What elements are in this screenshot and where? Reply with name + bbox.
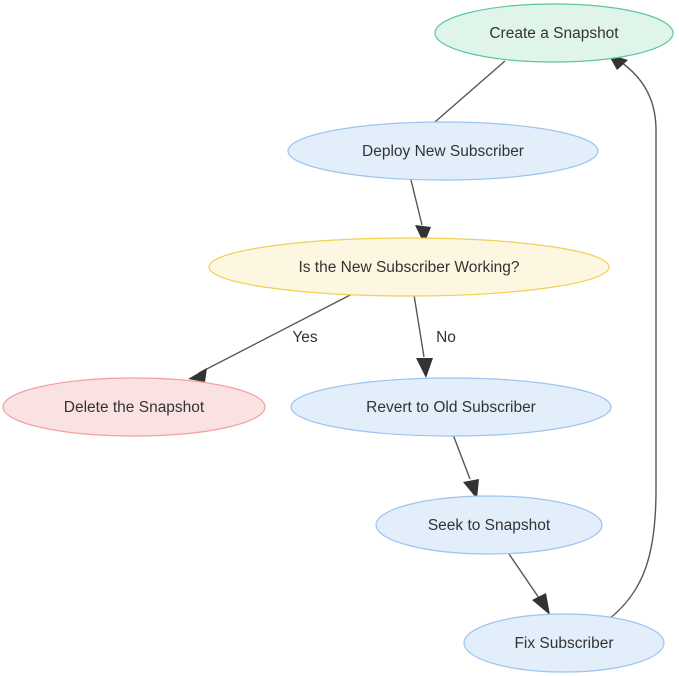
edge-label-no: No — [436, 329, 456, 346]
node-is-working[interactable]: Is the New Subscriber Working? — [208, 237, 610, 297]
edge-seek-to-fix — [506, 550, 550, 615]
edge-working-no-arrowhead — [416, 358, 433, 378]
node-delete-snapshot-shape[interactable] — [2, 377, 266, 437]
edge-seek-to-fix-path — [506, 550, 540, 599]
nodes-layer: Create a Snapshot Deploy New Subscriber … — [2, 3, 674, 673]
edge-label-yes: Yes — [292, 329, 318, 346]
node-create-snapshot[interactable]: Create a Snapshot — [434, 3, 674, 63]
node-fix-subscriber-shape[interactable] — [463, 613, 665, 673]
edge-deploy-to-working-path — [410, 179, 423, 226]
node-fix-subscriber[interactable]: Fix Subscriber — [463, 613, 665, 673]
node-seek-to-snapshot[interactable]: Seek to Snapshot — [375, 495, 603, 555]
node-is-working-shape[interactable] — [208, 237, 610, 297]
edge-working-yes: Yes — [188, 291, 357, 382]
node-delete-snapshot[interactable]: Delete the Snapshot — [2, 377, 266, 437]
edge-working-yes-path — [198, 291, 357, 374]
edge-fix-to-create — [608, 54, 657, 620]
edge-revert-to-seek-path — [451, 431, 471, 480]
node-revert-old-subscriber[interactable]: Revert to Old Subscriber — [290, 377, 612, 437]
edge-deploy-to-working-arrowhead — [415, 225, 431, 244]
edge-revert-to-seek — [451, 431, 479, 499]
node-deploy-new-subscriber-shape[interactable] — [287, 121, 599, 181]
edge-working-no: No — [413, 294, 456, 378]
edge-revert-to-seek-arrowhead — [463, 479, 479, 499]
node-deploy-new-subscriber[interactable]: Deploy New Subscriber — [287, 121, 599, 181]
node-seek-to-snapshot-shape[interactable] — [375, 495, 603, 555]
edge-working-no-path — [413, 294, 425, 358]
edges-layer: Yes No — [188, 54, 657, 620]
edge-working-yes-arrowhead — [188, 368, 207, 382]
node-revert-old-subscriber-shape[interactable] — [290, 377, 612, 437]
edge-fix-to-create-path — [608, 61, 657, 620]
edge-create-to-deploy-path — [427, 60, 506, 129]
edge-deploy-to-working — [410, 179, 431, 244]
node-create-snapshot-shape[interactable] — [434, 3, 674, 63]
edge-seek-to-fix-arrowhead — [532, 593, 550, 615]
